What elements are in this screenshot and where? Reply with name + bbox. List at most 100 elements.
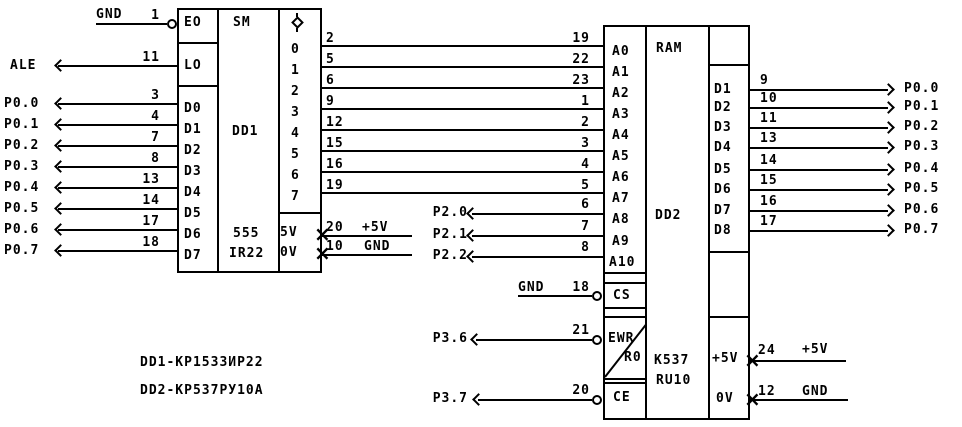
- cell-label: LO: [184, 58, 202, 73]
- wire: [322, 171, 603, 173]
- port-label: P0.4: [4, 180, 40, 195]
- wire: [750, 107, 888, 109]
- cell-label: D2: [714, 100, 732, 115]
- out-label: 7: [291, 189, 300, 204]
- wire: [96, 23, 167, 25]
- x-mark-icon: ×: [314, 241, 331, 265]
- cell-label: D1: [184, 122, 202, 137]
- cell-label: D0: [184, 101, 202, 116]
- arrow-right-icon: [882, 224, 895, 237]
- port-label: P2.1: [432, 227, 468, 242]
- dd2-cell-border: [708, 64, 750, 66]
- dd2-function-label: RAM: [656, 41, 683, 56]
- wire: [322, 45, 603, 47]
- dd2-part-label: K537: [654, 353, 690, 368]
- wire: [58, 187, 177, 189]
- pin-number: 6: [326, 73, 335, 88]
- pin-number: 5: [581, 178, 590, 193]
- out-label: 6: [291, 168, 300, 183]
- dd2-cell-border: [603, 307, 645, 309]
- tristate-icon: [290, 13, 304, 32]
- wire: [58, 124, 177, 126]
- cell-label: D1: [714, 82, 732, 97]
- cell-label: D7: [714, 203, 732, 218]
- port-label: P0.1: [904, 99, 940, 114]
- net-label: GND: [364, 239, 391, 254]
- port-label: P2.2: [432, 248, 468, 263]
- pin-number: 17: [760, 214, 778, 229]
- x-mark-icon: ×: [314, 222, 331, 246]
- net-label: GND: [802, 384, 829, 399]
- cell-label: A2: [612, 86, 630, 101]
- wire: [750, 189, 888, 191]
- out-label: 3: [291, 105, 300, 120]
- pin-number: 9: [760, 73, 769, 88]
- cell-label: A3: [612, 107, 630, 122]
- dd2-designator: DD2: [655, 208, 682, 223]
- arrow-right-icon: [882, 101, 895, 114]
- pin-number: 21: [572, 323, 590, 338]
- cell-label: A5: [612, 149, 630, 164]
- wire: [750, 127, 888, 129]
- pin-number: 22: [572, 52, 590, 67]
- out-label: 4: [291, 126, 300, 141]
- wire: [750, 360, 846, 362]
- pin-number: 16: [326, 157, 344, 172]
- pin-number: 3: [151, 88, 160, 103]
- note-text: DD1-КР1533ИР22: [140, 355, 264, 370]
- cell-label: CS: [613, 288, 631, 303]
- wire: [58, 250, 177, 252]
- dd1-cell-border: [177, 85, 217, 87]
- out-label: 2: [291, 84, 300, 99]
- inversion-bubble-icon: [167, 19, 177, 29]
- dd2-divider: [645, 25, 647, 420]
- wire: [58, 208, 177, 210]
- pin-number: 18: [572, 280, 590, 295]
- dd2-cell-border: [603, 382, 645, 384]
- dd1-designator: DD1: [232, 124, 259, 139]
- pin-number: 11: [760, 111, 778, 126]
- dd1-box: [177, 8, 322, 273]
- wire: [58, 145, 177, 147]
- wire: [518, 295, 592, 297]
- wire: [322, 235, 412, 237]
- dd2-box: [603, 25, 750, 420]
- arrow-right-icon: [882, 121, 895, 134]
- pin-number: 19: [326, 178, 344, 193]
- cell-label: D2: [184, 143, 202, 158]
- dd1-divider: [217, 8, 219, 273]
- note-text: DD2-КР537РУ10А: [140, 383, 264, 398]
- pin-number: 15: [760, 173, 778, 188]
- wire: [476, 339, 592, 341]
- pin-number: 1: [581, 94, 590, 109]
- pin-number: 11: [142, 50, 160, 65]
- pin-number: 14: [760, 153, 778, 168]
- cell-label: D5: [184, 206, 202, 221]
- cell-label: A9: [612, 234, 630, 249]
- wire: [472, 213, 603, 215]
- cell-label: EO: [184, 15, 202, 30]
- dd1-divider: [278, 8, 280, 273]
- cell-label: A4: [612, 128, 630, 143]
- wire: [58, 229, 177, 231]
- pin-number: 7: [581, 219, 590, 234]
- cell-label: 0V: [716, 391, 734, 406]
- wire: [322, 254, 412, 256]
- inversion-bubble-icon: [592, 291, 602, 301]
- dd1-series-label: 555: [233, 226, 260, 241]
- out-label: 5: [291, 147, 300, 162]
- wire: [58, 166, 177, 168]
- pin-number: 17: [142, 214, 160, 229]
- pin-number: 14: [142, 193, 160, 208]
- pin-number: 19: [572, 31, 590, 46]
- port-label: P0.7: [904, 222, 940, 237]
- dd2-divider: [708, 25, 710, 420]
- dd2-cell-border: [603, 378, 645, 380]
- port-label: P0.7: [4, 243, 40, 258]
- pin-number: 15: [326, 136, 344, 151]
- wire: [58, 65, 177, 67]
- port-label: P3.6: [432, 331, 468, 346]
- port-label: P0.3: [4, 159, 40, 174]
- cell-label: D8: [714, 223, 732, 238]
- cell-label: D6: [714, 182, 732, 197]
